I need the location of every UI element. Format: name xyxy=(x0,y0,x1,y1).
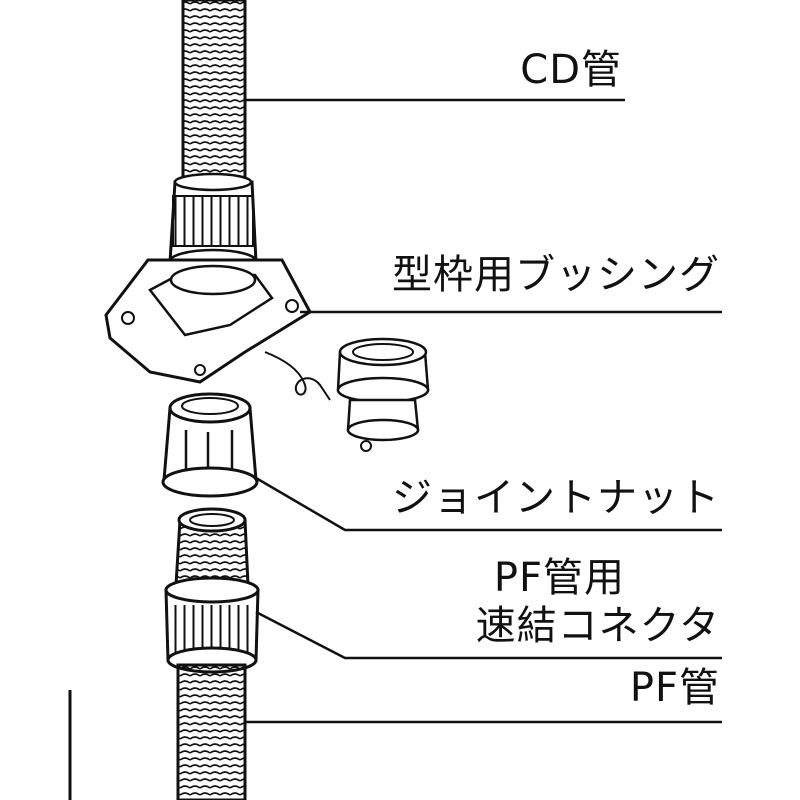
pf-connector xyxy=(164,507,260,674)
label-pf-connector-line1: PF管用 xyxy=(493,555,625,601)
label-pf-connector-line2: 速結コネクタ xyxy=(475,603,720,649)
label-cd-pipe: CD管 xyxy=(520,47,622,93)
cd-pipe xyxy=(181,0,247,184)
leader-joint-nut xyxy=(255,476,722,532)
bushing-collar xyxy=(167,172,259,276)
label-joint-nut: ジョイントナット xyxy=(392,475,720,521)
leader-pf-connector xyxy=(255,610,722,660)
label-pf-pipe: PF管 xyxy=(629,665,720,711)
leader-lines xyxy=(245,98,722,724)
bushing-flange xyxy=(104,258,312,384)
joint-nut xyxy=(161,392,259,498)
joint-nut-small xyxy=(264,337,430,452)
pf-pipe xyxy=(176,663,247,800)
label-bushing: 型枠用ブッシング xyxy=(392,252,720,298)
